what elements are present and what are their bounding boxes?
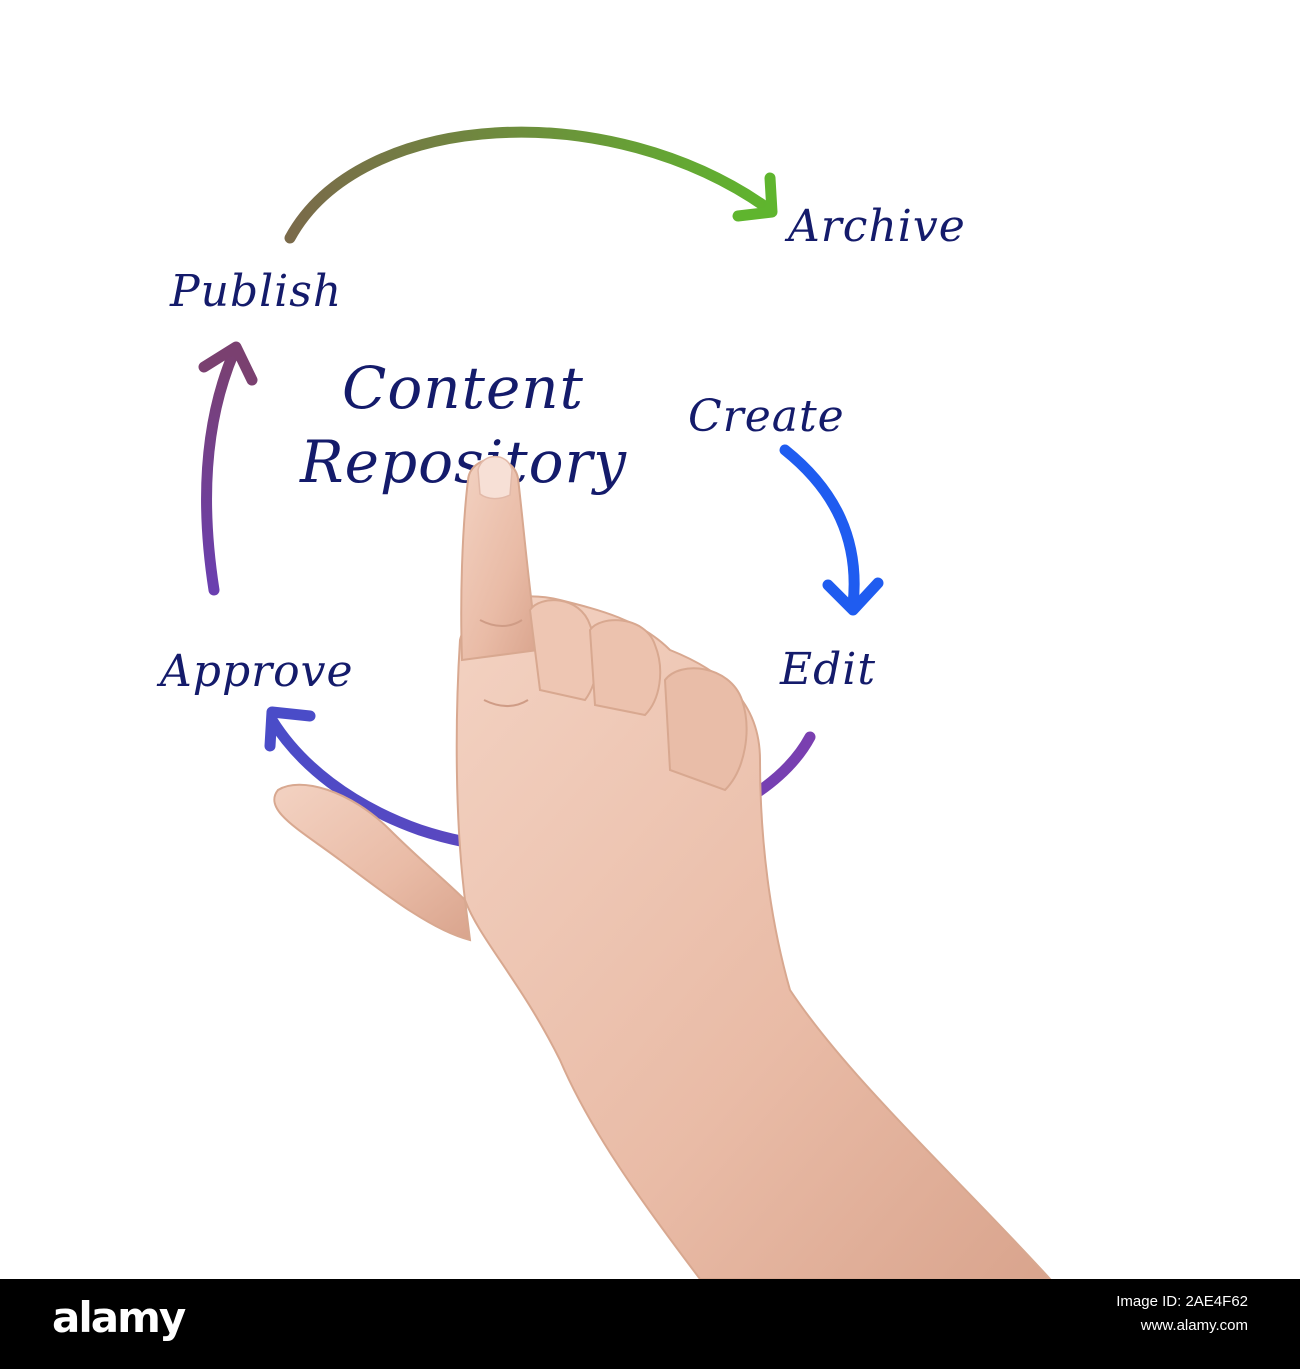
- arrow-create-to-edit: [779, 444, 884, 616]
- pointing-hand: [273, 455, 1053, 1280]
- node-label-edit: Edit: [779, 644, 876, 695]
- diagram-title-line2: Repository: [299, 428, 627, 496]
- watermark-bar: alamy Image ID: 2AE4F62 www.alamy.com: [0, 1279, 1300, 1369]
- node-label-create: Create: [688, 391, 845, 442]
- watermark-logo: alamy: [52, 1293, 186, 1342]
- watermark-image-id: Image ID: 2AE4F62: [1116, 1293, 1248, 1310]
- arrow-publish-to-archive: [284, 126, 778, 244]
- arrow-approve-to-publish: [198, 341, 258, 596]
- node-label-publish: Publish: [169, 266, 342, 317]
- watermark-url: www.alamy.com: [1140, 1317, 1248, 1334]
- node-label-approve: Approve: [156, 646, 354, 697]
- diagram-title-line1: Content: [342, 354, 584, 422]
- node-label-archive: Archive: [784, 201, 966, 252]
